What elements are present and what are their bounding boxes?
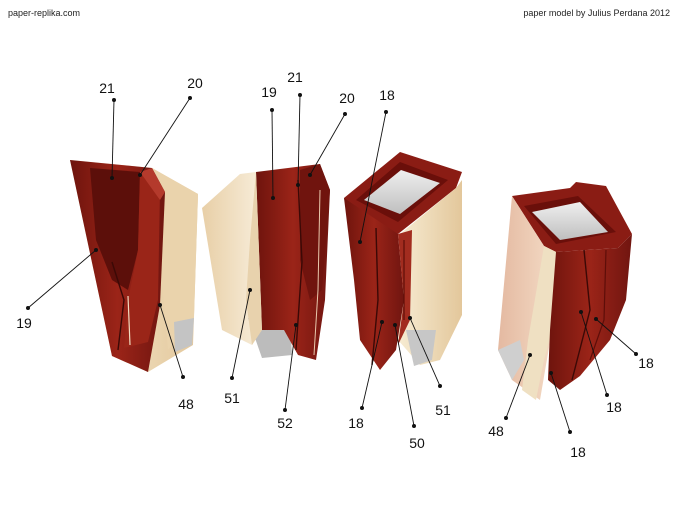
label-p2-21: 21 <box>287 69 303 85</box>
piece-3 <box>344 152 462 370</box>
piece-1 <box>70 160 198 372</box>
piece-2 <box>202 164 330 360</box>
author-credit: paper model by Julius Perdana 2012 <box>523 8 670 18</box>
label-p1-48: 48 <box>178 396 194 412</box>
label-p2-51: 51 <box>224 390 240 406</box>
label-p1-21: 21 <box>99 80 115 96</box>
label-p1-20: 20 <box>187 75 203 91</box>
label-p3-18-bottom: 18 <box>348 415 364 431</box>
label-p2-19: 19 <box>261 84 277 100</box>
label-p1-19: 19 <box>16 315 32 331</box>
label-p4-18-bottom: 18 <box>570 444 586 460</box>
label-p4-48: 48 <box>488 423 504 439</box>
leader-lines <box>27 94 637 433</box>
label-p3-18-top: 18 <box>379 87 395 103</box>
piece-4 <box>498 182 632 400</box>
label-p2-20: 20 <box>339 90 355 106</box>
label-p3-50: 50 <box>409 435 425 451</box>
label-p4-18-right: 18 <box>638 355 654 371</box>
site-credit: paper-replika.com <box>8 8 81 18</box>
leader-dots <box>26 93 638 434</box>
part-labels: 21 20 19 48 19 21 20 51 52 18 18 50 51 4… <box>16 69 654 460</box>
label-p3-51: 51 <box>435 402 451 418</box>
label-p4-18-mid: 18 <box>606 399 622 415</box>
label-p2-52: 52 <box>277 415 293 431</box>
